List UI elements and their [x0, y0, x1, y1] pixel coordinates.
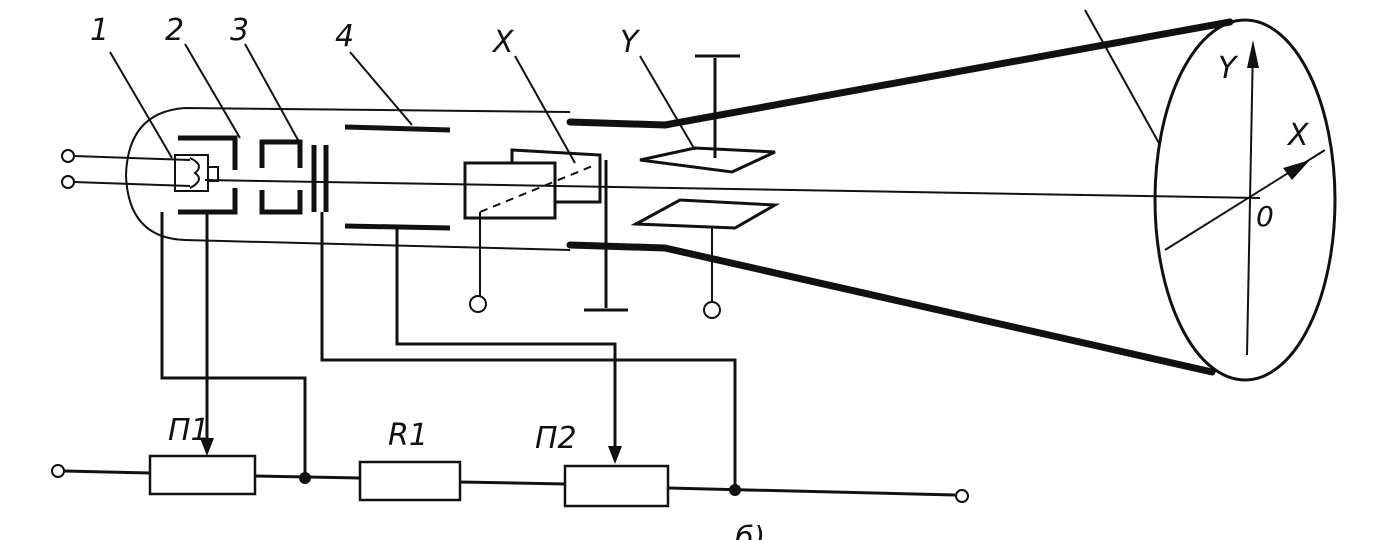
pot1-wiper-arrow-icon [200, 438, 214, 456]
label-r1: R1 [388, 418, 428, 453]
y-plate-top [639, 146, 776, 174]
heater-lead-bottom [73, 181, 191, 187]
bus-r1-pot2 [459, 480, 566, 486]
x-plate-terminal[interactable] [469, 295, 487, 313]
wire-cathode [160, 212, 307, 478]
leader-4 [349, 51, 413, 126]
leader-x [514, 55, 576, 164]
x-plate-dash [479, 164, 596, 213]
label-pot2: П2 [535, 421, 577, 456]
screen-leader-line [1084, 9, 1161, 146]
label-first-anode: 3 [230, 13, 249, 48]
beam-axis [204, 179, 1261, 199]
label-x-plates: X [491, 25, 515, 60]
input-terminal-bottom[interactable] [61, 175, 75, 189]
tube-neck-bottom-heavy [566, 241, 669, 252]
leader-y [639, 55, 696, 151]
label-figure-letter: б) [735, 521, 765, 540]
wire-first-anode [320, 212, 737, 490]
tube-funnel-bottom [661, 244, 1216, 376]
first-anode [259, 139, 303, 215]
bus-terminal-right[interactable] [955, 489, 969, 503]
screen-y-axis [1246, 44, 1254, 356]
control-electrode [178, 135, 238, 215]
leader-3 [244, 43, 299, 141]
screen [1153, 18, 1337, 382]
label-second-anode: 4 [335, 19, 354, 54]
label-screen-origin: 0 [1256, 200, 1274, 233]
x-plate-front [463, 161, 557, 220]
pot2-wiper-arrow-icon [608, 446, 622, 464]
cathode-emitter [207, 166, 219, 182]
bus-terminal-left[interactable] [51, 464, 65, 478]
cathode-filament [189, 157, 200, 189]
label-y-plates: Y [620, 25, 641, 60]
label-screen-y: Y [1218, 51, 1239, 86]
wire-second-anode-to-pot2 [395, 228, 617, 452]
label-control-electrode: 2 [165, 13, 184, 48]
y-plate-bottom [630, 198, 781, 230]
r1-body [358, 460, 462, 502]
bus-left [63, 469, 151, 475]
label-screen-x: X [1286, 118, 1310, 153]
label-pot1: П1 [168, 413, 210, 448]
input-terminal-top[interactable] [61, 149, 75, 163]
y-plate-terminal[interactable] [703, 301, 721, 319]
x-plate-back [510, 148, 602, 204]
screen-x-arrow-icon [1283, 160, 1310, 180]
junction-2 [729, 484, 741, 496]
second-anode-bottom [344, 223, 451, 231]
leader-2 [184, 43, 241, 139]
heater-lead-top [73, 155, 191, 161]
screen-y-arrow-icon [1247, 40, 1259, 68]
tube-neck-top-heavy [566, 118, 669, 129]
leader-1 [109, 51, 173, 159]
junction-1 [299, 472, 311, 484]
label-cathode: 1 [90, 13, 109, 48]
bus-right [667, 486, 956, 497]
tube-funnel-top [661, 18, 1234, 129]
pot2-body [563, 464, 670, 508]
second-anode-top [344, 124, 451, 133]
pot1-body [148, 454, 257, 496]
